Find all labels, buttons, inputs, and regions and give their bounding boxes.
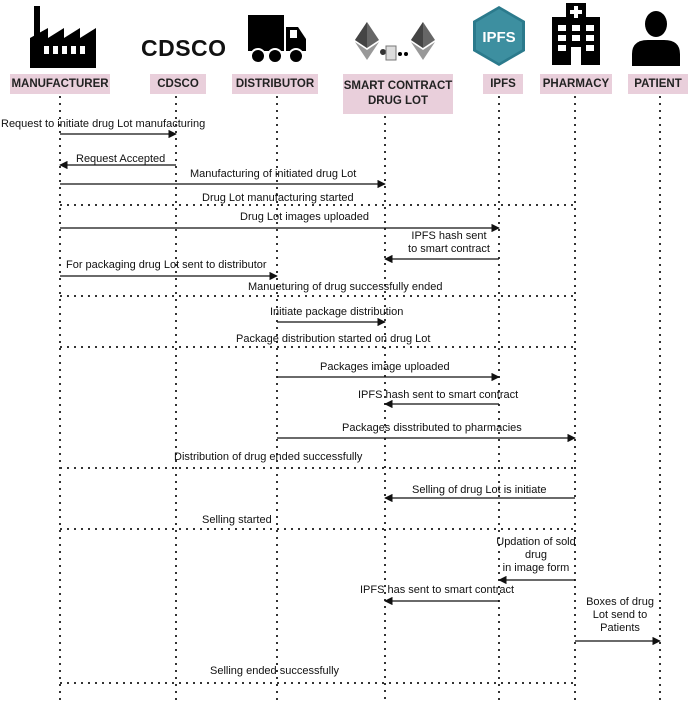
- ipfs-logo-text: IPFS: [482, 29, 515, 46]
- actor-pharmacy: PHARMACY: [540, 74, 612, 94]
- actor-manufacturer: MANUFACTURER: [10, 74, 110, 94]
- actor-patient: PATIENT: [628, 74, 688, 94]
- actor-smart-contract-drug-lot: SMART CONTRACT DRUG LOT: [343, 74, 453, 114]
- message-label: Packages image uploaded: [320, 361, 450, 373]
- person-icon: [632, 11, 680, 66]
- ipfs-cube-icon: IPFS: [473, 6, 525, 66]
- divider-label: Selling started: [202, 514, 272, 526]
- message-label: IPFS hash sent to smart contract: [408, 230, 490, 255]
- actor-distributor: DISTRIBUTOR: [232, 74, 318, 94]
- message-label: Request to initiate drug Lot manufacturi…: [1, 118, 206, 130]
- divider-label: Package distribution started on drug Lot: [236, 333, 431, 345]
- truck-icon: [248, 15, 306, 64]
- actor-smart-contract-line-1: SMART CONTRACT: [343, 80, 453, 92]
- cdsco-logo: CDSCO: [141, 35, 227, 61]
- message-label: Drug Lot images uploaded: [240, 211, 370, 223]
- message-label: IPFS has sent to smart contract: [360, 584, 515, 596]
- actor-ipfs: IPFS: [483, 74, 523, 94]
- message-label: Request Accepted: [76, 153, 166, 165]
- divider-label: Distribution of drug ended successfully: [174, 451, 363, 463]
- message-label: Initiate package distribution: [270, 306, 404, 318]
- ethereum-chain-icon: [355, 22, 435, 61]
- message-label: IPFS hash sent to smart contract: [358, 389, 519, 401]
- actor-cdsco: CDSCO: [150, 74, 206, 94]
- message-label: Selling of drug Lot is initiate: [412, 484, 547, 496]
- hospital-icon: [552, 3, 600, 65]
- divider-label: Selling ended successfully: [210, 665, 340, 677]
- message-label: Manufacturing of initiated drug Lot: [190, 168, 357, 180]
- message-label: Boxes of drug Lot send to Patients: [586, 596, 654, 634]
- message-label: Updation of sold drug in image form: [496, 536, 576, 574]
- actor-smart-contract-line-2: DRUG LOT: [367, 95, 429, 107]
- message-label: For packaging drug Lot sent to distribut…: [66, 259, 267, 271]
- factory-icon: [30, 6, 96, 68]
- divider-label: Manueturing of drug successfully ended: [248, 281, 443, 293]
- message-label: Packages disstributed to pharmacies: [342, 422, 522, 434]
- divider-label: Drug Lot manufacturing started: [202, 192, 354, 204]
